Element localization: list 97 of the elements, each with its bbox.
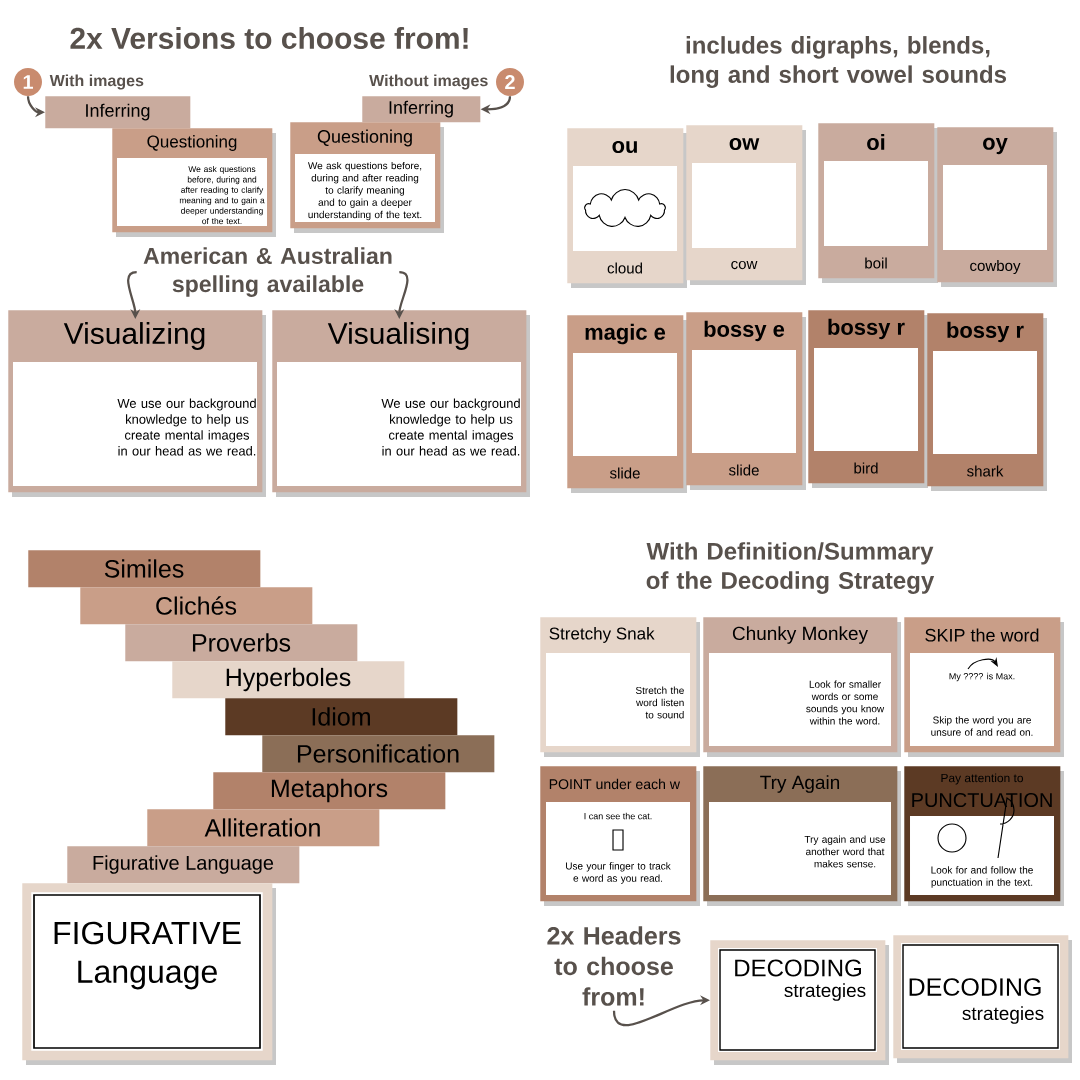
poster-card bbox=[172, 661, 405, 699]
card-text: Try again and use another word that makes sense. bbox=[804, 835, 886, 868]
poster-card bbox=[540, 766, 700, 906]
card-title: PUNCTUATION bbox=[912, 792, 1052, 808]
number-badge: 1 bbox=[14, 68, 42, 96]
card-title: Clichés bbox=[156, 596, 237, 615]
card-title: Inferring bbox=[86, 103, 150, 121]
card-title: DECODING bbox=[735, 959, 861, 977]
card-word: bird bbox=[854, 462, 878, 474]
card-title: Inferring bbox=[389, 100, 453, 118]
header-card bbox=[710, 940, 889, 1065]
card-title: Visualizing bbox=[63, 322, 205, 350]
card-title: oi bbox=[867, 133, 885, 151]
card-title: Pay attention to bbox=[941, 773, 1024, 785]
poster-card bbox=[904, 766, 1064, 906]
card-title: Chunky Monkey bbox=[732, 626, 868, 644]
card-title: Stretchy Snak bbox=[549, 627, 655, 643]
flash-card bbox=[808, 310, 928, 488]
card-text: Use your finger to track e word as you read. bbox=[566, 862, 671, 884]
card-text: My ???? is Max. bbox=[949, 672, 1015, 682]
card-title: strategies bbox=[784, 983, 866, 1001]
heading: 2x Versions to choose from! bbox=[70, 27, 468, 49]
poster-card bbox=[80, 587, 313, 625]
card-title: Figurative Language bbox=[93, 855, 274, 874]
card-title: Language bbox=[78, 960, 217, 990]
card-title: Visualising bbox=[327, 322, 469, 350]
card-title: POINT under each w bbox=[549, 778, 680, 790]
poster-card bbox=[67, 846, 300, 884]
card-title: oy bbox=[983, 137, 1008, 155]
card-title: Metaphors bbox=[271, 778, 388, 803]
card-title: Proverbs bbox=[192, 633, 291, 652]
poster-card bbox=[703, 766, 901, 906]
badge-caption: With images bbox=[49, 74, 144, 90]
card-title: ow bbox=[729, 138, 760, 150]
card-word: slide bbox=[609, 467, 640, 479]
number-badge: 2 bbox=[496, 68, 524, 96]
poster-card bbox=[8, 310, 266, 497]
card-title: DECODING bbox=[909, 978, 1041, 996]
card-text: Look for and follow the punctuation in the text. bbox=[931, 866, 1033, 888]
poster-card bbox=[290, 122, 444, 233]
heading: includes digraphs, blends, long and short vowel sounds bbox=[670, 36, 1007, 88]
card-title: FIGURATIVE bbox=[54, 921, 241, 945]
poster-card bbox=[703, 617, 901, 757]
flash-card bbox=[937, 127, 1057, 287]
card-word: cloud bbox=[607, 262, 642, 274]
card-text: We use our background knowledge to help us create mental images in our head as we read. bbox=[117, 398, 256, 456]
poster-card bbox=[362, 96, 481, 123]
card-title: ou bbox=[612, 141, 637, 153]
card-text: Skip the word you are unsure of and read on. bbox=[931, 716, 1033, 736]
card-text: We use our background knowledge to help us create mental images in our head as we read. bbox=[381, 398, 520, 456]
card-text: We ask questions before, during and after reading to clarify meaning and to gain a deeper understanding of the text. bbox=[308, 161, 422, 221]
heading: With Definition/Summary of the Decoding Strategy bbox=[646, 542, 935, 594]
callout-text: American & Australian spelling available bbox=[143, 247, 392, 297]
flash-card bbox=[686, 125, 806, 285]
flash-card bbox=[686, 312, 806, 490]
flash-card bbox=[927, 313, 1047, 491]
poster-card bbox=[540, 617, 700, 757]
badge-caption: Without images bbox=[369, 74, 488, 90]
card-title: Try Again bbox=[760, 775, 839, 793]
card-text: Stretch the word listen to sound bbox=[635, 686, 684, 719]
card-title: Questioning bbox=[317, 129, 412, 147]
card-word: cow bbox=[731, 260, 758, 270]
flash-card bbox=[818, 123, 938, 283]
card-word: slide bbox=[728, 464, 759, 476]
card-title: Alliteration bbox=[204, 818, 320, 837]
card-text: I can see the cat. bbox=[584, 812, 652, 820]
card-title: Idiom bbox=[312, 707, 370, 726]
poster-card bbox=[262, 735, 495, 773]
poster-card bbox=[904, 617, 1064, 757]
card-title: bossy r bbox=[947, 321, 1024, 343]
header-card bbox=[893, 935, 1072, 1063]
card-title: Questioning bbox=[147, 135, 237, 151]
card-word: shark bbox=[967, 465, 1004, 477]
callout-text: 2x Headers to choose from! bbox=[547, 926, 681, 1006]
poster-card bbox=[272, 310, 530, 497]
flash-card bbox=[567, 128, 687, 288]
card-text: We ask questions before, during and after reading to clarify meaning and to gain a deeper understanding of the text. bbox=[179, 165, 265, 225]
card-title: Similes bbox=[104, 559, 184, 578]
poster-card bbox=[225, 698, 458, 736]
card-word: cowboy bbox=[970, 260, 1021, 275]
card-title: strategies bbox=[962, 1006, 1044, 1024]
poster-card bbox=[125, 624, 358, 662]
card-title: bossy e bbox=[704, 320, 785, 342]
card-text: Look for smaller words or some sounds you know within the word. bbox=[806, 680, 885, 725]
card-title: SKIP the word bbox=[925, 628, 1039, 642]
poster-card bbox=[213, 772, 446, 810]
flash-card bbox=[567, 315, 687, 493]
card-title: magic e bbox=[585, 323, 666, 345]
poster-card bbox=[28, 550, 261, 588]
card-word: boil bbox=[865, 257, 887, 269]
card-title: Hyperboles bbox=[226, 667, 351, 692]
poster-card bbox=[147, 809, 380, 847]
poster-card bbox=[45, 96, 191, 129]
poster-card bbox=[22, 883, 276, 1065]
card-title: Personification bbox=[297, 744, 459, 763]
card-title: bossy r bbox=[828, 318, 905, 340]
poster-card bbox=[112, 128, 276, 237]
